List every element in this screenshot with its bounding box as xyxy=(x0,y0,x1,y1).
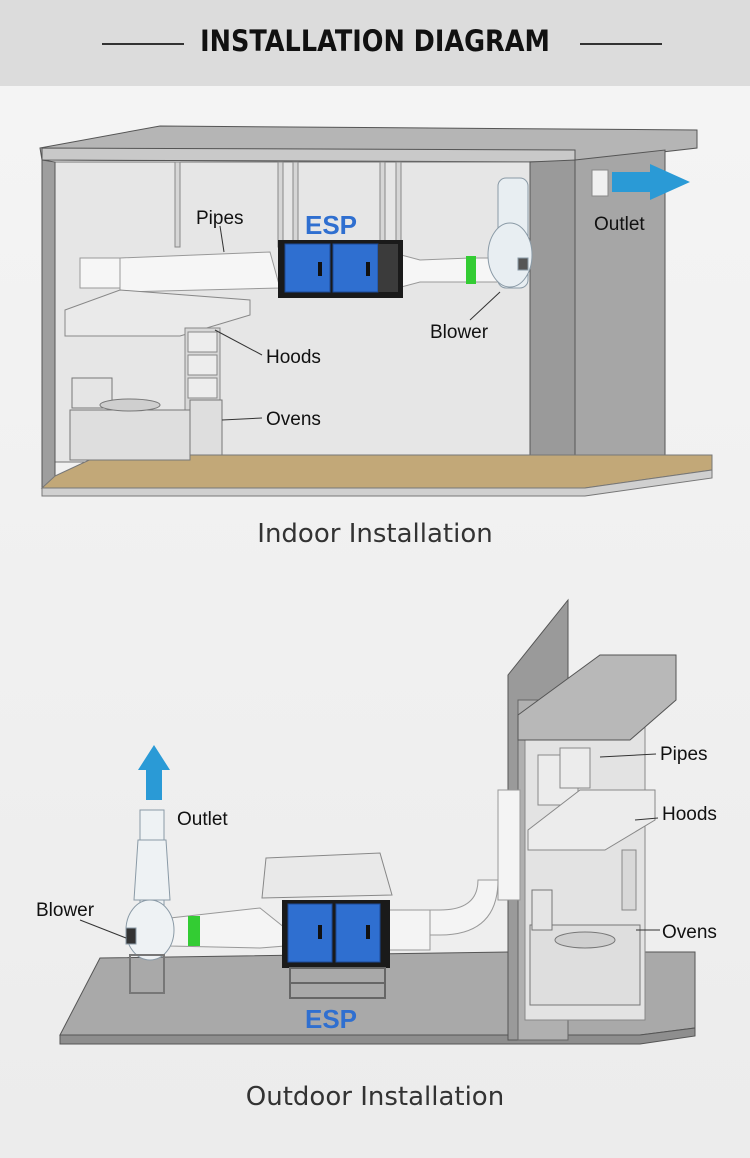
indoor-label-pipes: Pipes xyxy=(196,208,244,229)
indoor-esp-unit xyxy=(278,240,403,298)
indoor-duct-green-band xyxy=(466,256,476,284)
outdoor-label-pipes: Pipes xyxy=(660,744,708,765)
page-title: INSTALLATION DIAGRAM xyxy=(200,24,550,58)
outdoor-label-hoods: Hoods xyxy=(662,804,717,825)
outdoor-roof xyxy=(517,654,677,741)
indoor-label-hoods: Hoods xyxy=(266,347,321,368)
indoor-hoods xyxy=(64,289,251,449)
outdoor-esp-unit xyxy=(282,900,390,999)
indoor-label-ovens: Ovens xyxy=(266,409,321,430)
outdoor-hoods xyxy=(527,747,656,911)
outdoor-label-esp: ESP xyxy=(305,1004,357,1034)
outdoor-outlet-arrow-icon xyxy=(138,745,170,800)
indoor-outlet-vent xyxy=(591,169,609,197)
indoor-ovens xyxy=(69,377,223,461)
outdoor-label-outlet: Outlet xyxy=(177,809,228,830)
header-banner: INSTALLATION DIAGRAM xyxy=(0,0,750,86)
outdoor-label-ovens: Ovens xyxy=(662,922,717,943)
outdoor-duct-green-band xyxy=(188,916,200,946)
indoor-blower xyxy=(487,177,533,289)
indoor-label-outlet: Outlet xyxy=(594,214,645,235)
outdoor-esp-canopy xyxy=(261,852,393,899)
indoor-caption: Indoor Installation xyxy=(257,519,493,549)
outdoor-caption: Outdoor Installation xyxy=(245,1082,505,1112)
header-left-rule xyxy=(102,43,184,45)
header-right-rule xyxy=(580,43,662,45)
outdoor-ovens xyxy=(529,889,641,1006)
indoor-label-blower: Blower xyxy=(430,322,489,343)
indoor-label-esp: ESP xyxy=(305,210,357,240)
indoor-outlet-arrow-icon xyxy=(612,164,690,200)
outdoor-blower xyxy=(125,809,175,994)
outdoor-label-blower: Blower xyxy=(36,900,95,921)
